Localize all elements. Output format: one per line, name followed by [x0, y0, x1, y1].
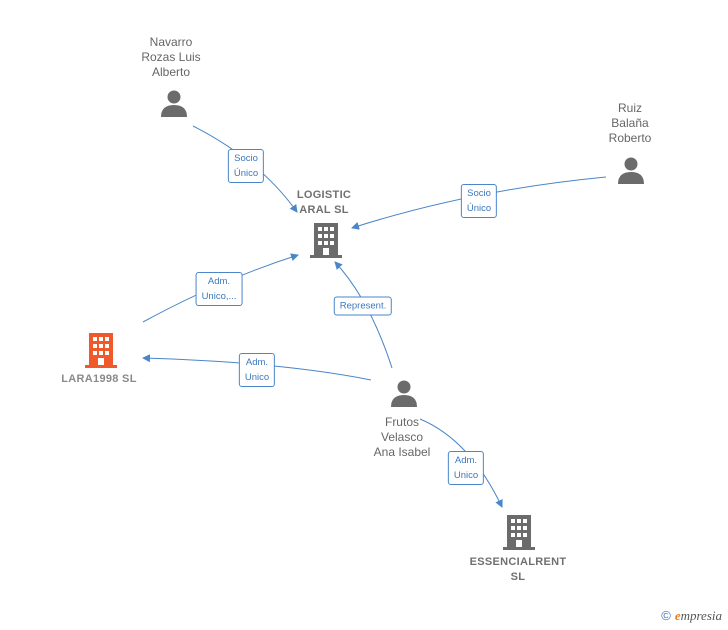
brand-name: mpresia — [680, 608, 722, 623]
node-label-line: Balaña — [611, 116, 649, 130]
edge-label-ruiz-logistic[interactable]: Socio Único — [460, 184, 498, 218]
edge-label-lara-logistic[interactable]: Adm. Unico,... — [195, 272, 243, 306]
node-label-line: Rozas Luis — [141, 50, 201, 64]
edge-label-line: Socio — [234, 153, 258, 164]
node-label-frutos[interactable]: Frutos Velasco Ana Isabel — [374, 415, 431, 460]
edge-label-line: Adm. — [245, 357, 269, 368]
edge-label-line: Unico — [453, 470, 479, 481]
node-label-line: Alberto — [151, 65, 191, 79]
person-icon-ruiz[interactable] — [616, 155, 646, 185]
node-label-line: Ana Isabel — [373, 445, 431, 459]
node-label-line: Navarro — [149, 35, 193, 49]
node-label-essencial[interactable]: ESSENCIALRENT SL — [470, 555, 567, 585]
edge-label-frutos-essencial[interactable]: Adm. Unico — [447, 451, 485, 485]
edge-label-line: Unico,... — [201, 291, 237, 302]
node-label-line: LARA1998 SL — [61, 373, 137, 385]
edge-label-frutos-lara[interactable]: Adm. Unico — [238, 353, 276, 387]
edge-label-frutos-logistic[interactable]: Represent. — [333, 296, 393, 316]
empresia-watermark: ©empresia — [661, 608, 722, 624]
building-icon-essencial[interactable] — [503, 514, 535, 550]
person-icon-frutos[interactable] — [389, 378, 419, 408]
node-label-navarro[interactable]: Navarro Rozas Luis Alberto — [141, 35, 200, 80]
edge-label-line: Único — [233, 168, 259, 179]
node-label-line: Frutos — [384, 415, 419, 429]
node-label-logistic[interactable]: LOGISTIC ARAL SL — [297, 188, 351, 218]
edge-label-line: Socio — [467, 188, 491, 199]
node-label-line: ARAL SL — [299, 204, 349, 216]
node-label-line: Velasco — [380, 430, 424, 444]
building-icon-logistic[interactable] — [310, 222, 342, 258]
edge-label-line: Adm. — [207, 276, 231, 287]
edge-label-line: Represent. — [339, 300, 387, 312]
node-label-ruiz[interactable]: Ruiz Balaña Roberto — [609, 101, 652, 146]
building-icon-lara[interactable] — [85, 332, 117, 368]
copyright-icon: © — [661, 608, 671, 623]
edge-label-line: Adm. — [454, 455, 478, 466]
edge-label-line: Unico — [244, 372, 270, 383]
person-icon-navarro[interactable] — [159, 88, 189, 118]
node-label-line: Roberto — [608, 131, 652, 145]
brand-initial: e — [674, 608, 681, 623]
edge-label-navarro-logistic[interactable]: Socio Único — [227, 149, 265, 183]
node-label-line: SL — [510, 571, 526, 583]
edge-label-line: Único — [466, 203, 492, 214]
node-label-line: Ruiz — [617, 101, 643, 115]
node-label-line: LOGISTIC — [296, 189, 352, 201]
node-label-lara[interactable]: LARA1998 SL — [61, 372, 136, 387]
node-label-line: ESSENCIALRENT — [469, 556, 567, 568]
